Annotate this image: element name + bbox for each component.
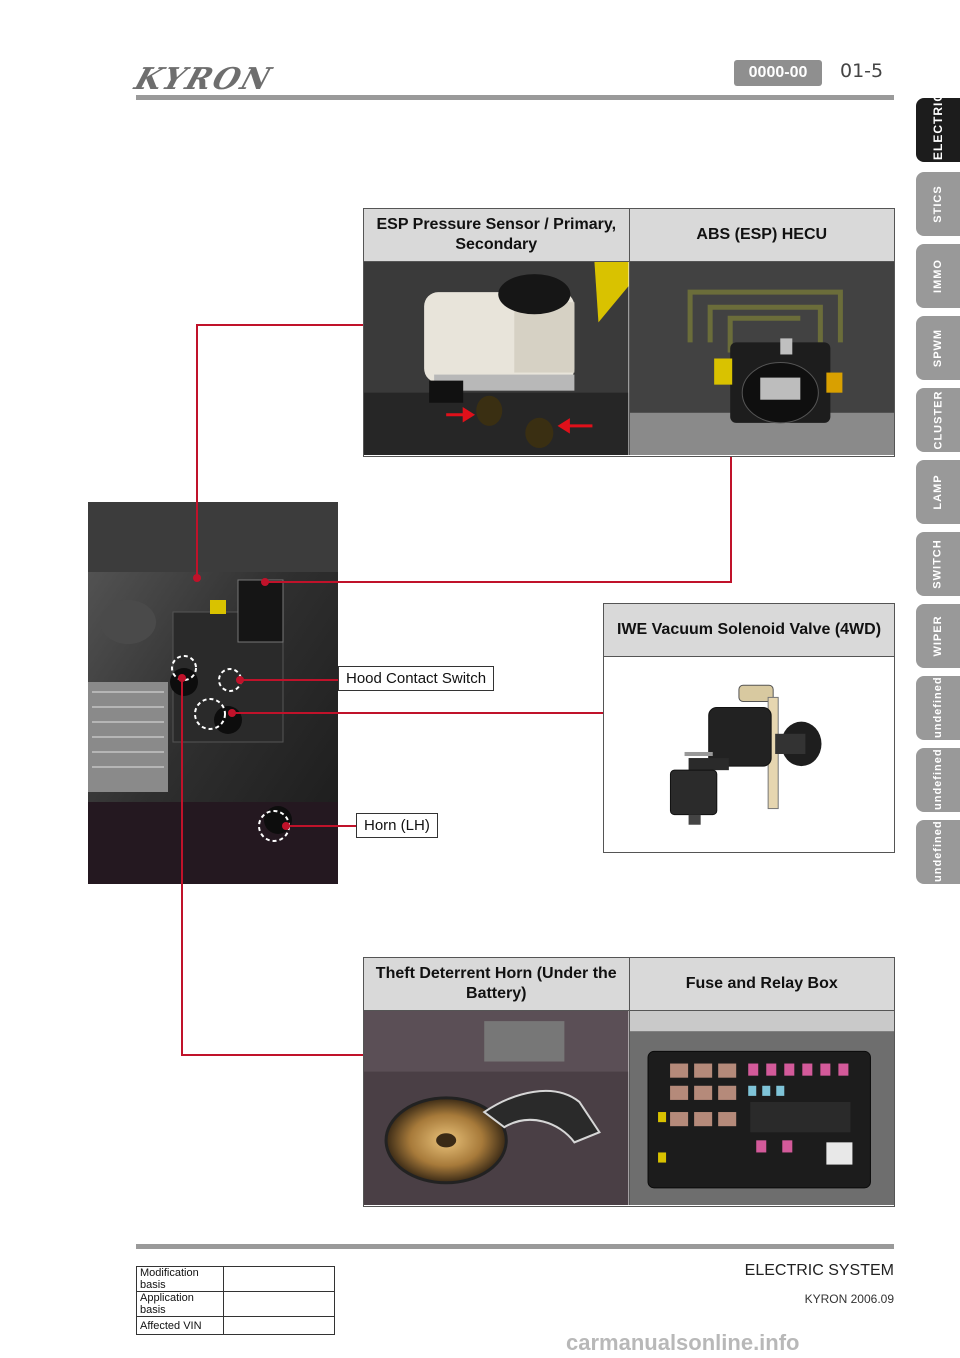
header-fuse-relay-box: Fuse and Relay Box [628,958,895,1010]
callout-horn-lh: Horn (LH) [356,813,438,838]
tab-electric[interactable]: ELECTRIC [916,98,960,162]
table-row: Affected VIN [136,1316,335,1335]
row-value-affected-vin [223,1316,335,1335]
tab-stics[interactable]: STICS [916,172,960,236]
row-label-affected-vin: Affected VIN [136,1316,224,1335]
footer-model-date: KYRON 2006.09 [804,1292,894,1306]
photo-iwe-vacuum-solenoid-valve [604,657,894,851]
row-label-modification-basis: Modification basis [136,1266,224,1292]
header-abs-hecu: ABS (ESP) HECU [628,209,895,261]
row-value-application-basis [223,1291,335,1317]
row-label-application-basis: Application basis [136,1291,224,1317]
table-horn-fuse: Theft Deterrent Horn (Under the Battery)… [363,957,895,1207]
table-esp-abs: ESP Pressure Sensor / Primary, Secondary… [363,208,895,457]
footer-section-title: ELECTRIC SYSTEM [744,1262,894,1279]
photo-fuse-relay-box [628,1011,894,1205]
photo-abs-hecu [628,262,894,455]
photo-theft-deterrent-horn [364,1011,629,1205]
tab-lamp[interactable]: LAMP [916,460,960,524]
header-rule [136,95,894,100]
tab-cluster[interactable]: CLUSTER [916,388,960,452]
row-value-modification-basis [223,1266,335,1292]
tab-wiper[interactable]: WIPER [916,604,960,668]
watermark: carmanualsonline.info [566,1330,800,1355]
callout-hood-contact-switch: Hood Contact Switch [338,666,495,691]
tab-undefined-1[interactable]: undefined [916,676,960,740]
header-theft-deterrent-horn: Theft Deterrent Horn (Under the Battery) [375,965,617,1002]
tab-undefined-3[interactable]: undefined [916,820,960,884]
footer-rule [136,1244,894,1249]
header-esp-pressure-sensor: ESP Pressure Sensor / Primary, Secondary [376,216,617,253]
tab-spwm[interactable]: SPWM [916,316,960,380]
page-number: 01-5 [840,60,884,82]
photo-esp-pressure-sensor [364,262,629,455]
modification-table: Modification basis Application basis Aff… [136,1266,335,1335]
table-iwe-valve: IWE Vacuum Solenoid Valve (4WD) [603,603,895,853]
table-row: Modification basis [136,1266,335,1292]
tab-undefined-2[interactable]: undefined [916,748,960,812]
tab-switch[interactable]: SWITCH [916,532,960,596]
section-code-badge: 0000-00 [734,60,822,86]
tab-immo[interactable]: IMMO [916,244,960,308]
table-row: Application basis [136,1291,335,1317]
header-iwe-vacuum-solenoid-valve: IWE Vacuum Solenoid Valve (4WD) [616,621,882,638]
